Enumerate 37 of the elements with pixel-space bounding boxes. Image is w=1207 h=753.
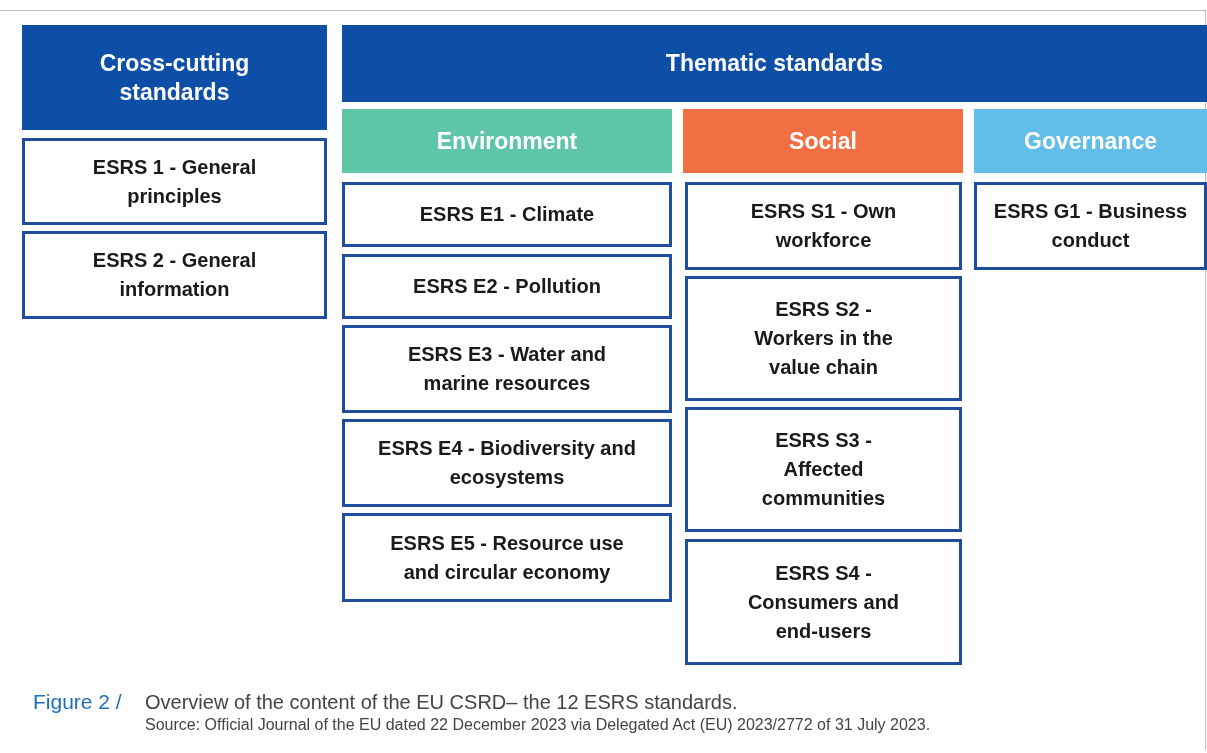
standard-label: Environment: [436, 126, 578, 156]
figure-caption: Overview of the content of the EU CSRD– the 12 ESRS standards.: [145, 691, 738, 714]
standard-label: ESRS S4 - Consumers and end-users: [746, 560, 901, 644]
standard-label: ESRS E5 - Resource use and circular economy: [389, 530, 625, 585]
standard-box: [22, 231, 327, 319]
standard-label: ESRS E3 - Water and marine resources: [406, 342, 608, 396]
standard-box: [685, 407, 962, 532]
standard-box: [342, 513, 672, 602]
category-header: [683, 109, 963, 173]
category-header: [974, 109, 1207, 173]
source-note: Source: Official Journal of the EU dated 22 December 2023 via Delegated Act (EU) 2023/2772 of 31 July 2023.: [145, 716, 931, 734]
standard-box: [342, 419, 672, 507]
standard-box: [22, 138, 327, 225]
standard-label: ESRS E4 - Biodiversity and ecosystems: [377, 436, 637, 490]
standard-box: [685, 182, 962, 270]
standard-label: ESRS G1 - Business conduct: [992, 199, 1189, 253]
standard-label: Social: [789, 126, 857, 156]
standard-label: ESRS 2 - General information: [91, 248, 258, 302]
standard-label: ESRS S1 - Own workforce: [749, 199, 898, 253]
standard-label: ESRS S2 - Workers in the value chain: [753, 297, 894, 380]
standard-label: Cross-cutting standards: [98, 48, 251, 107]
standard-label: ESRS E2 - Pollution: [413, 274, 601, 299]
standard-label: Thematic standards: [665, 49, 884, 78]
standard-box: [342, 254, 672, 319]
standard-label: ESRS E1 - Climate: [419, 202, 595, 227]
standard-box: [974, 182, 1207, 270]
category-header: [22, 25, 327, 130]
standard-box: [685, 276, 962, 401]
standard-box: [342, 325, 672, 413]
category-header: [342, 25, 1207, 102]
standard-label: ESRS 1 - General principles: [91, 154, 258, 209]
standard-label: Governance: [1024, 126, 1157, 156]
standard-box: [342, 182, 672, 247]
standard-box: [685, 539, 962, 665]
standard-label: ESRS S3 - Affected communities: [760, 428, 887, 511]
category-header: [342, 109, 672, 173]
figure-number: Figure 2 /: [33, 690, 122, 714]
